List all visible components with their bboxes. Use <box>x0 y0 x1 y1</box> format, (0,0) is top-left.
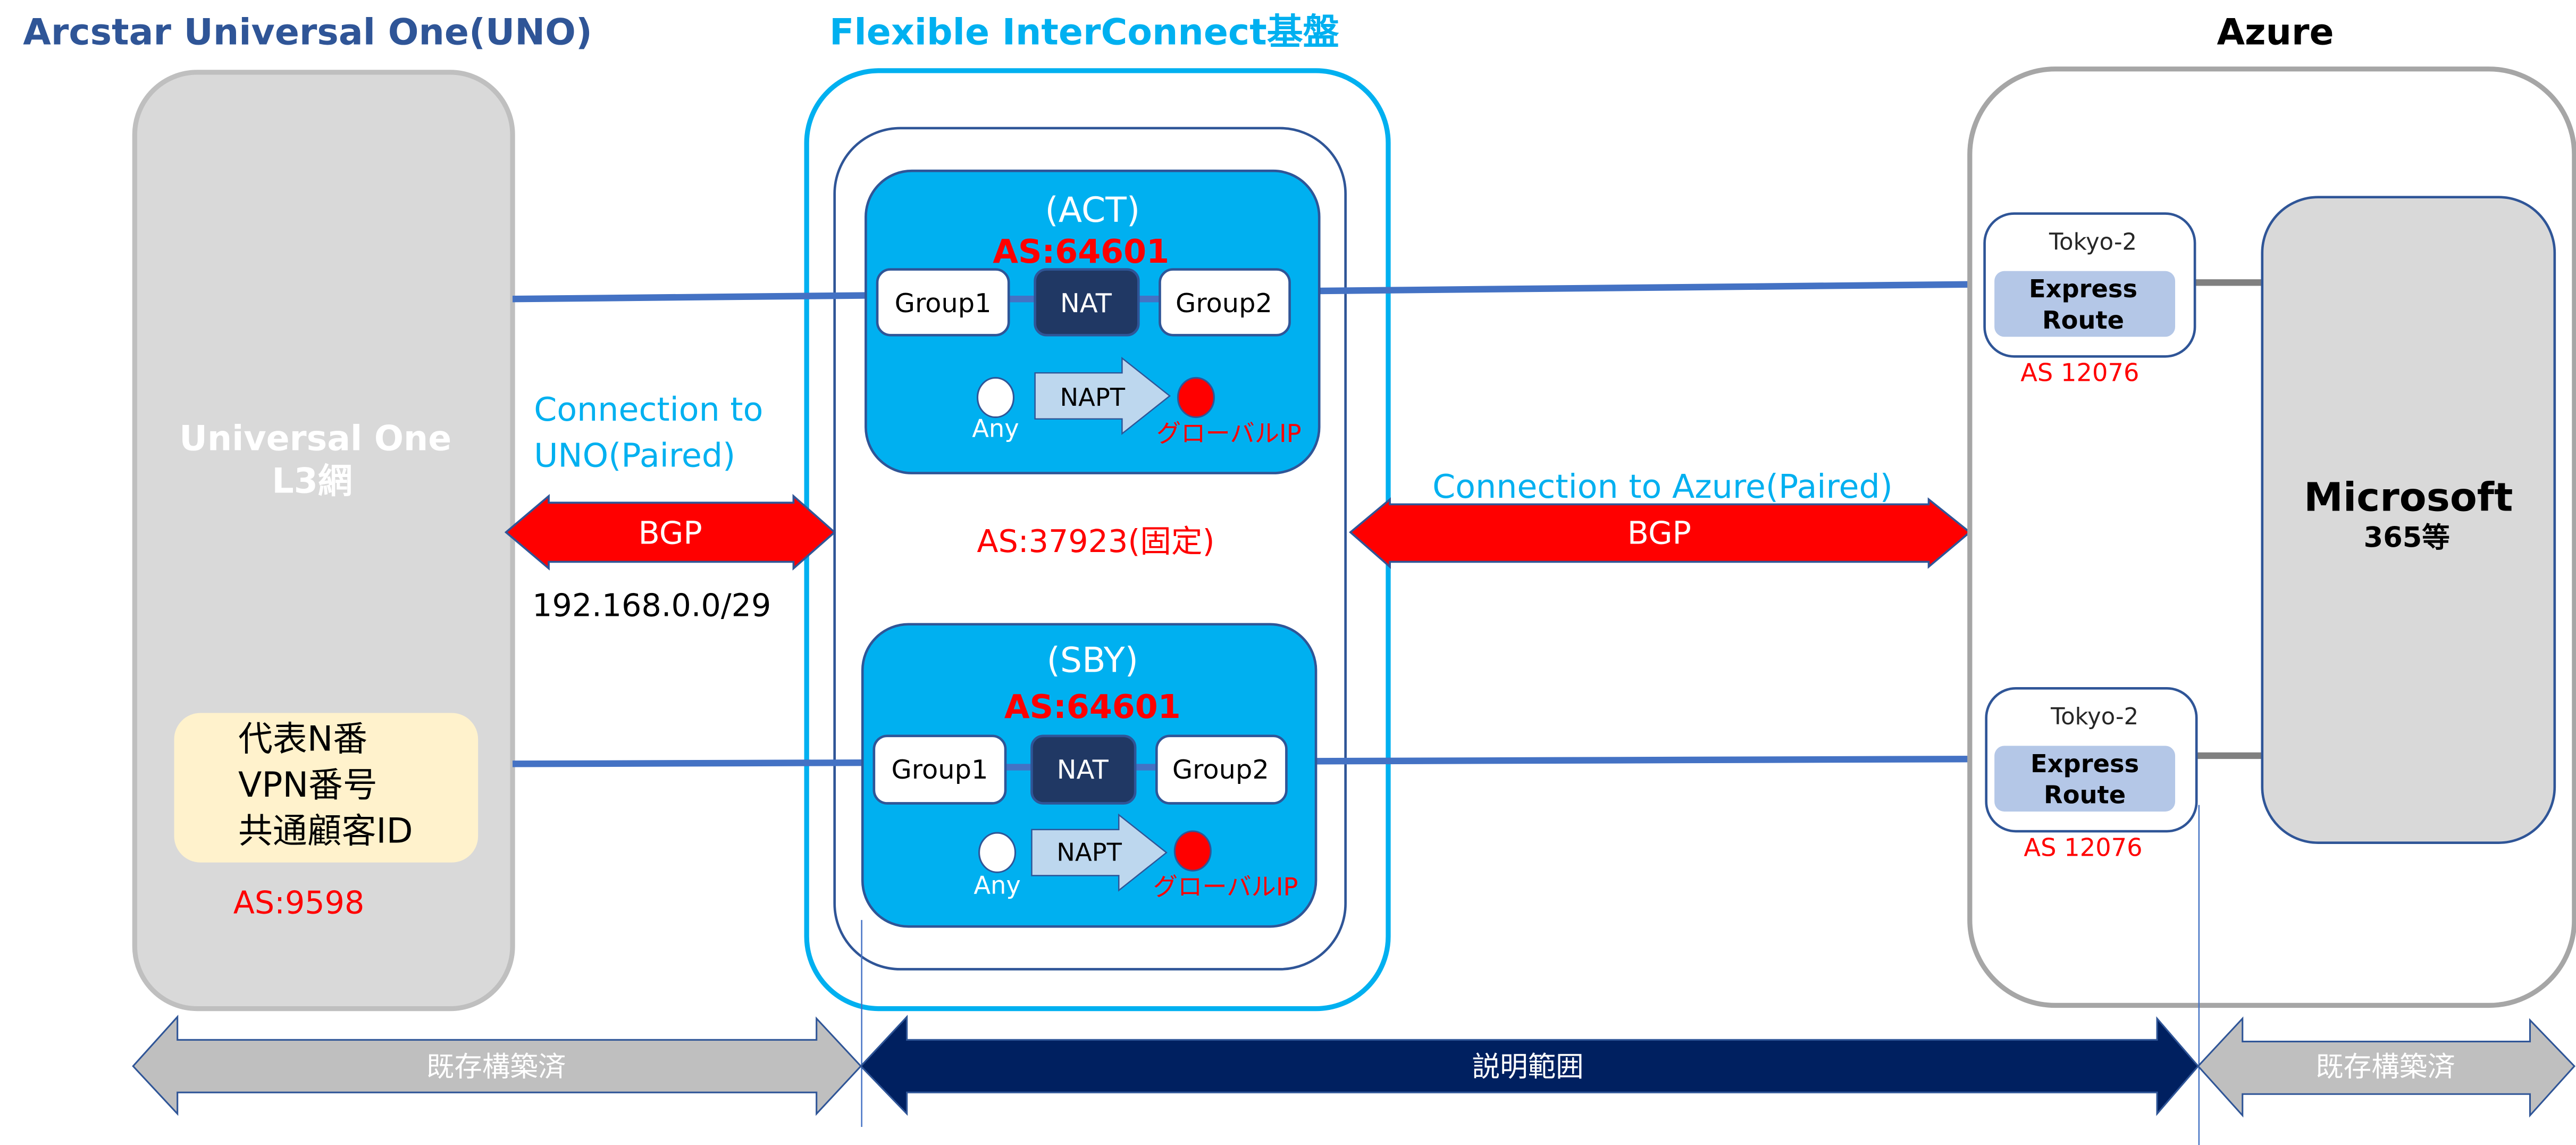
azure-header: Azure <box>2217 11 2334 53</box>
azure-bgp-label: BGP <box>1627 515 1691 551</box>
router-sby-group2-label: Group2 <box>1172 754 1269 785</box>
azure-connection-label: Connection to Azure(Paired) <box>1432 467 1893 506</box>
router-sby-group2[interactable] <box>1155 734 1288 805</box>
router-act-group1[interactable] <box>876 268 1010 337</box>
router-act-group1-label: Group1 <box>895 288 992 319</box>
router-act-group2[interactable] <box>1159 268 1291 337</box>
router-act-any-label: Any <box>972 414 1019 443</box>
uno-network-box <box>132 70 515 1012</box>
microsoft-services-label: 365等 <box>2364 522 2450 554</box>
express-route-1-location: Tokyo-2 <box>2049 229 2137 256</box>
router-sby-napt-arrow-icon <box>1031 813 1168 892</box>
express-route-1-line1: Express <box>2029 274 2137 303</box>
microsoft-label: Microsoft <box>2304 475 2513 521</box>
router-sby-napt-label: NAPT <box>1056 838 1122 867</box>
scope-existing-right-arrow-icon <box>2197 1016 2576 1118</box>
uno-network-name: Universal One <box>179 419 451 458</box>
express-route-1-line2: Route <box>2042 306 2124 335</box>
uno-connection-label-2: UNO(Paired) <box>534 436 735 474</box>
router-act-role: (ACT) <box>1045 190 1140 230</box>
scope-explained-label: 説明範囲 <box>1472 1050 1584 1083</box>
router-sby-group1-label: Group1 <box>891 754 988 785</box>
uno-header: Arcstar Universal One(UNO) <box>23 11 592 53</box>
router-sby-global-ip-dot <box>1173 830 1212 872</box>
router-act-global-ip-dot <box>1177 377 1215 419</box>
router-act-napt-arrow-icon <box>1034 356 1171 436</box>
scope-existing-right-label: 既存構築済 <box>2315 1050 2455 1083</box>
uno-as-number: AS:9598 <box>233 884 365 921</box>
uno-bgp-subnet: 192.168.0.0/29 <box>532 587 771 623</box>
express-route-2-line1: Express <box>2030 749 2139 778</box>
express-route-1: Tokyo-2 Express Route AS 12076 <box>1983 212 2196 387</box>
uno-bgp-label: BGP <box>639 515 702 551</box>
router-act-as: AS:64601 <box>993 232 1169 271</box>
router-sby-any-dot <box>978 832 1017 873</box>
uno-id-box <box>174 713 479 863</box>
router-sby-global-ip-label: グローバルIP <box>1153 872 1298 901</box>
uno-bgp-double-arrow-icon <box>504 494 836 571</box>
router-act: (ACT) AS:64601 Group1 NAT Group2 Any NAP… <box>865 169 1321 474</box>
router-act-any-dot <box>976 377 1015 419</box>
express-route-2-as: AS 12076 <box>2024 833 2142 862</box>
fic-header: Flexible InterConnect基盤 <box>829 11 1339 53</box>
uno-id-customer-id: 共通顧客ID <box>238 812 413 851</box>
express-route-2-location: Tokyo-2 <box>2050 704 2138 730</box>
express-route-2-badge <box>1994 746 2176 812</box>
router-sby-any-label: Any <box>974 871 1020 899</box>
router-act-nat[interactable] <box>1034 268 1140 337</box>
router-sby-as: AS:64601 <box>1004 688 1181 726</box>
router-act-nat-label: NAT <box>1060 288 1112 319</box>
router-sby: (SBY) AS:64601 Group1 NAT Group2 Any NAP… <box>861 623 1318 928</box>
router-sby-role: (SBY) <box>1047 640 1138 680</box>
microsoft-cloud-box <box>2261 196 2556 844</box>
scope-existing-left-label: 既存構築済 <box>426 1050 566 1083</box>
router-sby-nat[interactable] <box>1030 734 1137 805</box>
express-route-1-as: AS 12076 <box>2020 358 2139 387</box>
router-sby-group1[interactable] <box>872 734 1007 805</box>
router-sby-nat-label: NAT <box>1057 754 1109 785</box>
uno-id-vpn-number: VPN番号 <box>238 765 377 805</box>
router-act-napt-label: NAPT <box>1060 383 1125 412</box>
express-route-2-line2: Route <box>2044 781 2126 809</box>
express-route-2: Tokyo-2 Express Route AS 12076 <box>1985 687 2198 862</box>
uno-id-rep-number: 代表N番 <box>238 720 367 759</box>
router-act-global-ip-label: グローバルIP <box>1156 419 1302 448</box>
router-act-group2-label: Group2 <box>1176 288 1272 319</box>
uno-connection-label-1: Connection to <box>534 390 763 429</box>
fic-as-fixed: AS:37923(固定) <box>977 523 1214 559</box>
uno-network-type: L3網 <box>272 462 352 502</box>
express-route-1-badge <box>1994 271 2176 337</box>
